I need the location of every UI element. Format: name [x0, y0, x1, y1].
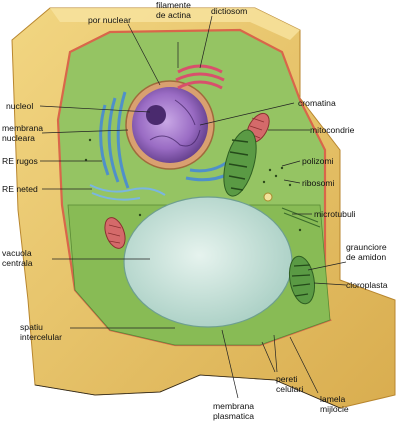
cell-wall-top-face [50, 8, 300, 40]
microtubules [281, 207, 321, 228]
starch-grain [263, 192, 273, 202]
label-pereti-2: celulari [276, 384, 303, 394]
label-lamela-1: lamela [320, 394, 346, 404]
leader-lines [39, 15, 347, 399]
label-por-nuclear: por nuclear [88, 15, 131, 25]
nucleus [125, 80, 215, 170]
chloroplast-lower [288, 255, 316, 305]
central-vacuole [123, 196, 293, 328]
chromatin [149, 99, 201, 147]
label-lamela-2: mijlocie [320, 404, 349, 414]
label-re-rugos: RE rugos [2, 156, 38, 166]
label-ribosomi: ribosomi [302, 178, 335, 188]
label-cloroplasta: cloroplasta [346, 280, 388, 290]
label-membrana-nucleara-2: nucleara [2, 133, 35, 143]
label-filamente-1: filamente [156, 0, 191, 10]
label-membrana-plasmatica-2: plasmatica [213, 411, 254, 421]
label-graunciore-2: de amidon [346, 252, 386, 262]
mitochondrion-lower [104, 217, 126, 249]
label-nucleol: nucleol [6, 101, 33, 111]
label-filamente-2: de actina [156, 10, 191, 20]
label-spatiu-2: intercelular [20, 332, 62, 342]
middle-lamella [34, 374, 341, 409]
label-re-neted: RE neted [2, 184, 38, 194]
label-membrana-plasmatica-1: membrana [213, 401, 254, 411]
label-mitocondrie: mitocondrie [310, 125, 355, 135]
label-vacuola-2: centrala [2, 258, 33, 268]
label-cromatina: cromatina [298, 98, 336, 108]
chloroplast-upper [223, 129, 257, 197]
label-graunciore-1: graunciore [346, 242, 387, 252]
label-pereti-1: pereti [276, 374, 298, 384]
nucleolus [146, 105, 166, 125]
smooth-er [89, 184, 166, 201]
label-vacuola-1: vacuola [2, 248, 32, 258]
label-dictiosom: dictiosom [211, 6, 247, 16]
dictyosome [175, 64, 225, 90]
ribosomes [84, 138, 302, 232]
label-microtubuli: microtubuli [314, 209, 356, 219]
label-membrana-nucleara-1: membrana [2, 123, 43, 133]
label-spatiu-1: spatiu [20, 322, 43, 332]
label-polizomi: polizomi [302, 156, 334, 166]
